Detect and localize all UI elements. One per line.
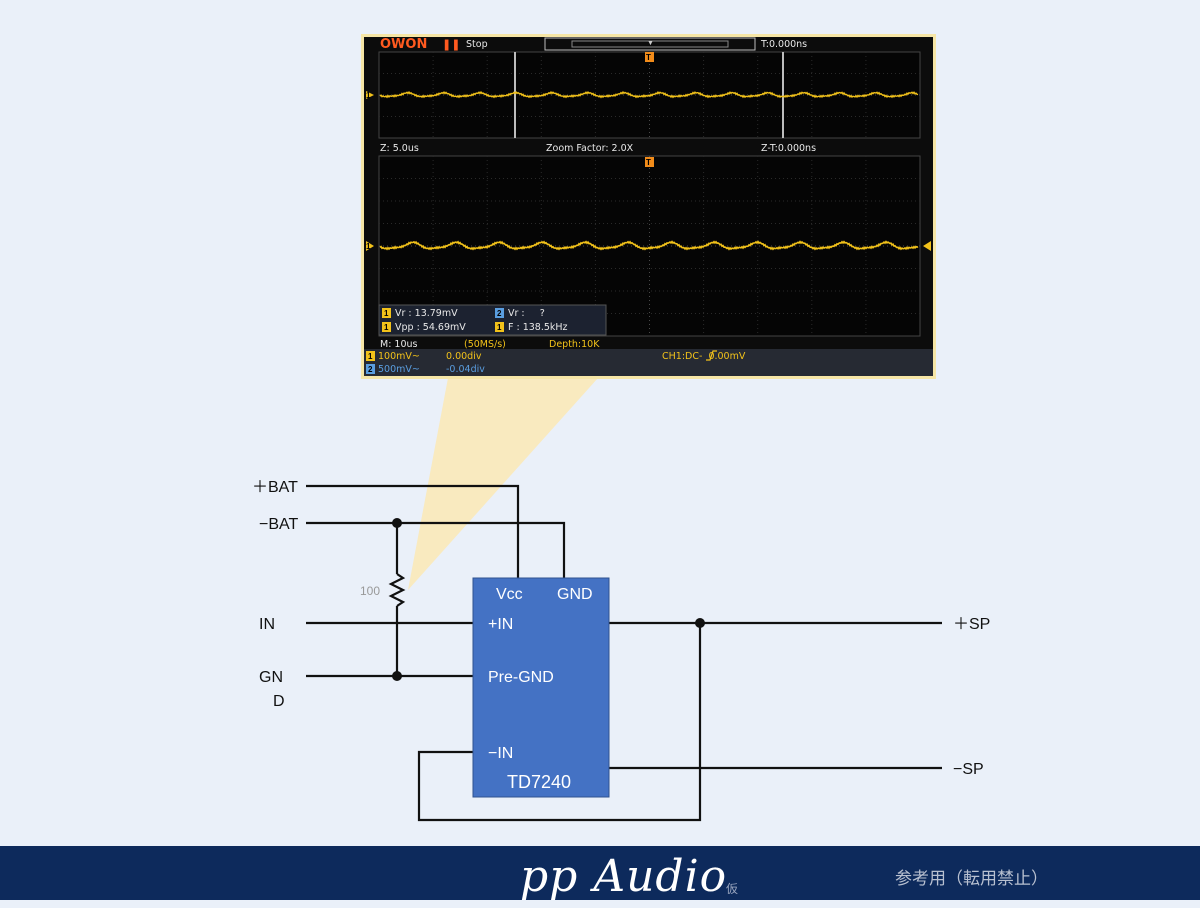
record-depth: Depth:10K (549, 339, 600, 350)
junction-pos-sp (695, 618, 705, 628)
label-pos-sp: ＋SP (953, 616, 990, 633)
zoom-window-right-bound (782, 52, 784, 138)
label-pos-bat: ＋BAT (252, 479, 298, 496)
resistor-100 (388, 573, 406, 607)
svg-text:1: 1 (366, 91, 371, 100)
svg-text:Vr : ?: Vr : ? (508, 308, 545, 319)
chip-pin-gnd: GND (557, 586, 593, 603)
svg-text:-0.04div: -0.04div (446, 364, 485, 375)
measurement-panel: 1 Vr : 13.79mV 2 Vr : ? 1 Vpp : 54.69mV … (378, 304, 607, 336)
label-in: IN (259, 616, 275, 633)
owon-logo: OWON (380, 37, 427, 52)
trigger-info: CH1:DC- 0.00mV (662, 351, 746, 362)
ch1-waveform-zoom (379, 240, 919, 251)
oscilloscope-screenshot: OWON ❚❚ Stop ▼ T:0.000ns 1 T Z: 5.0us Zo… (361, 34, 936, 379)
brand-logo: pp Audio (520, 851, 728, 902)
svg-text:1: 1 (366, 242, 371, 251)
zoom-trigger-time: Z-T:0.000ns (761, 143, 816, 154)
memory-window (571, 40, 729, 48)
memory-position-bar (544, 37, 756, 51)
td7240-chip (472, 577, 610, 798)
label-gnd-line2: D (273, 693, 285, 710)
label-resistor: 100 (360, 584, 380, 598)
circuit-diagram (306, 484, 942, 822)
chip-pin-pre-gnd: Pre-GND (488, 669, 554, 686)
label-gnd-line1: GN (259, 669, 283, 686)
ch2-info: 2 500mV~ -0.04div (366, 364, 485, 375)
chip-pin-neg-in: −IN (488, 745, 513, 762)
svg-text:500mV~: 500mV~ (378, 364, 420, 375)
svg-text:1: 1 (497, 323, 502, 332)
run-state: Stop (466, 39, 488, 50)
main-timebase: M: 10us (380, 339, 418, 350)
trigger-level-icon (923, 241, 931, 251)
svg-text:T: T (646, 53, 651, 62)
svg-text:2: 2 (368, 365, 373, 374)
sample-rate: (50MS/s) (464, 339, 506, 350)
svg-text:1: 1 (384, 309, 389, 318)
svg-text:100mV~: 100mV~ (378, 351, 420, 362)
wire-pos-bat (306, 484, 520, 578)
callout-wedge (408, 378, 598, 590)
trigger-time: T:0.000ns (760, 39, 807, 50)
trigger-marker-zoom: T (645, 157, 654, 167)
label-neg-bat: −BAT (259, 516, 299, 533)
svg-text:1: 1 (384, 323, 389, 332)
pause-icon: ❚❚ (442, 38, 460, 51)
svg-text:Vpp : 54.69mV: Vpp : 54.69mV (395, 322, 466, 333)
footer-note: 参考用（転用禁止） (895, 869, 1048, 889)
junction-neg-bat (392, 518, 402, 528)
ch1-waveform-overview (379, 90, 919, 99)
measurement-ch1-vpp: 1 Vpp : 54.69mV (382, 322, 466, 333)
svg-text:Vr : 13.79mV: Vr : 13.79mV (395, 308, 458, 319)
zoom-timebase: Z: 5.0us (380, 143, 419, 154)
wire-feedback (417, 623, 702, 822)
measurement-ch1-freq: 1 F : 138.5kHz (495, 322, 568, 333)
channel-info-bar (364, 349, 933, 376)
label-neg-sp: −SP (953, 761, 984, 778)
ch1-marker-zoom: 1 (366, 241, 374, 251)
svg-text:T: T (646, 158, 651, 167)
svg-text:1: 1 (368, 352, 373, 361)
chip-pin-vcc: Vcc (496, 586, 523, 603)
footer-bar (0, 846, 1200, 900)
brand-tag: 仮 (726, 882, 739, 896)
svg-text:F : 138.5kHz: F : 138.5kHz (508, 322, 568, 333)
measurement-ch2-vr: 2 Vr : ? (495, 308, 545, 319)
svg-text:0.00div: 0.00div (446, 351, 482, 362)
zoom-window-left-bound (514, 52, 516, 138)
ch1-info: 1 100mV~ 0.00div (366, 351, 482, 362)
measurement-ch1-vr: 1 Vr : 13.79mV (382, 308, 458, 319)
memory-pointer-icon: ▼ (647, 40, 654, 47)
junction-gnd (392, 671, 402, 681)
trigger-marker-overview: T (645, 52, 654, 62)
svg-text:2: 2 (497, 309, 502, 318)
chip-pin-pos-in: +IN (488, 616, 513, 633)
zoom-factor: Zoom Factor: 2.0X (546, 143, 634, 154)
ch1-marker-overview: 1 (366, 91, 374, 100)
chip-name: TD7240 (507, 772, 571, 792)
rising-edge-icon (706, 350, 717, 361)
